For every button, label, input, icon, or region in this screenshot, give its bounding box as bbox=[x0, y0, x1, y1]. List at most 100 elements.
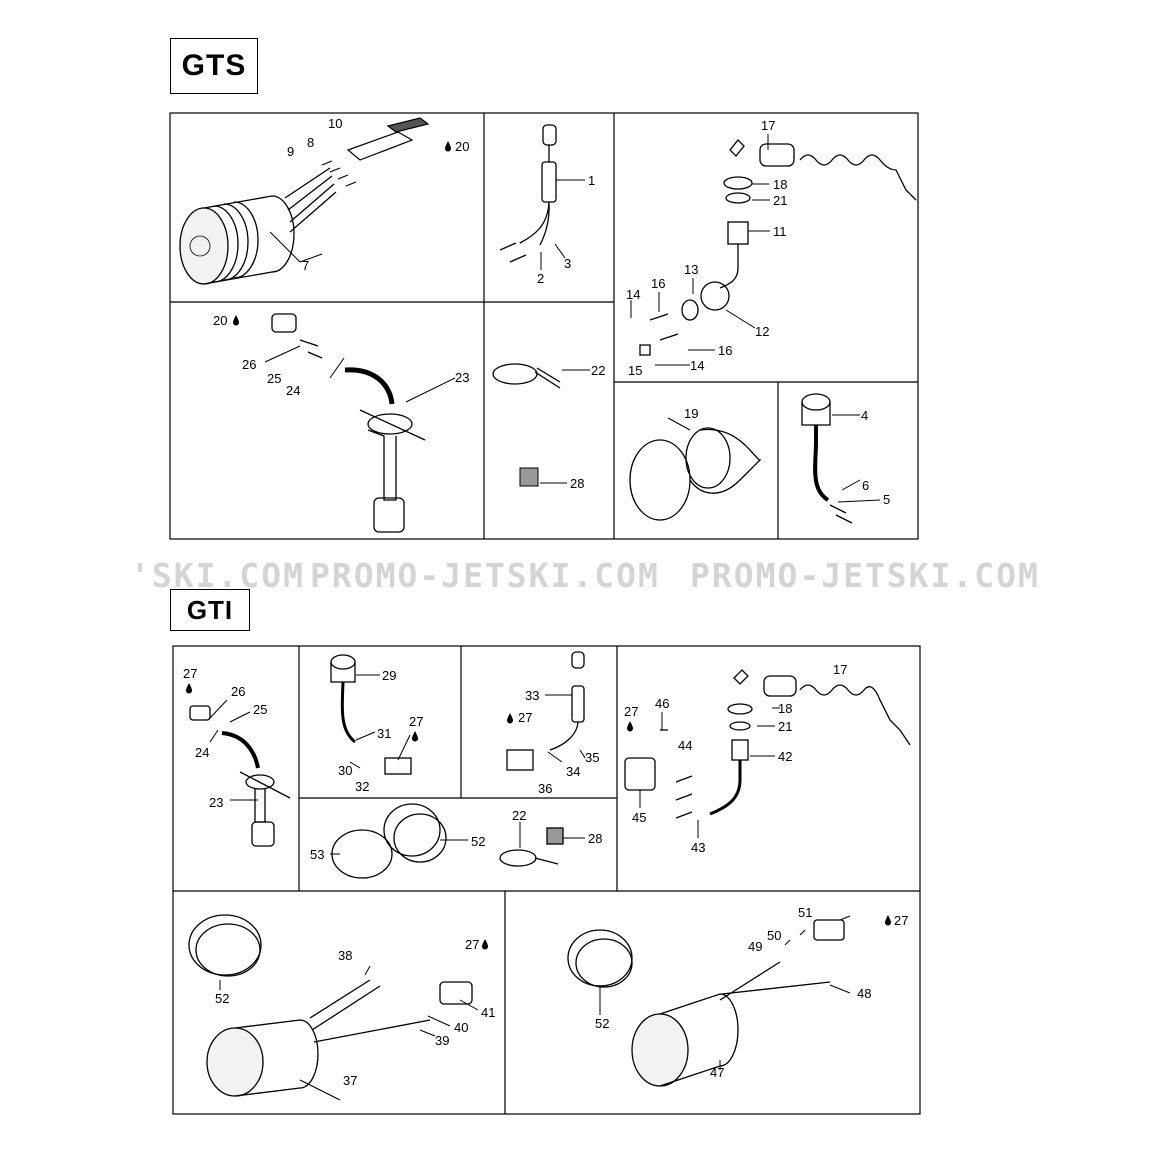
callout-g53: 53 bbox=[310, 847, 324, 862]
callout-19: 19 bbox=[684, 406, 698, 421]
callout-g28: 28 bbox=[588, 831, 602, 846]
callout-23: 23 bbox=[455, 370, 469, 385]
callout-28: 28 bbox=[570, 476, 584, 491]
callout-1: 1 bbox=[588, 173, 595, 188]
watermark-right: PROMO-JETSKI.COM bbox=[690, 556, 1040, 595]
callout-7: 7 bbox=[302, 258, 309, 273]
callout-13: 13 bbox=[684, 262, 698, 277]
callout-g27d: 27 bbox=[624, 704, 638, 719]
callout-2: 2 bbox=[537, 271, 544, 286]
callout-6: 6 bbox=[862, 478, 869, 493]
callout-g18: 18 bbox=[778, 701, 792, 716]
callout-g26: 26 bbox=[231, 684, 245, 699]
gti-sensor-33 bbox=[506, 651, 585, 771]
callout-17: 17 bbox=[761, 118, 775, 133]
callout-g33: 33 bbox=[525, 688, 539, 703]
callout-g35: 35 bbox=[585, 750, 599, 765]
watermark-left: 'SKI.COM bbox=[130, 556, 305, 595]
callout-g27c: 27 bbox=[518, 710, 532, 725]
model-gts-box: GTS bbox=[170, 38, 258, 94]
callout-g52c: 52 bbox=[595, 1016, 609, 1031]
callout-4: 4 bbox=[861, 408, 868, 423]
gti-sensor-29 bbox=[330, 654, 412, 775]
callout-g17: 17 bbox=[833, 662, 847, 677]
callout-16b: 16 bbox=[718, 343, 732, 358]
callout-g32: 32 bbox=[355, 779, 369, 794]
callout-g34: 34 bbox=[566, 764, 580, 779]
callout-5: 5 bbox=[883, 492, 890, 507]
sensor-1 bbox=[499, 124, 557, 263]
callout-g52a: 52 bbox=[471, 834, 485, 849]
callout-g27a: 27 bbox=[183, 666, 197, 681]
callout-9: 9 bbox=[287, 144, 294, 159]
callout-g39: 39 bbox=[435, 1033, 449, 1048]
model-gti-label: GTI bbox=[186, 594, 234, 625]
cap-19 bbox=[629, 427, 762, 521]
gti-gauge-47 bbox=[567, 919, 845, 1087]
callout-14b: 14 bbox=[690, 358, 704, 373]
callout-g27b: 27 bbox=[409, 714, 423, 729]
callout-g24: 24 bbox=[195, 745, 209, 760]
callout-g50: 50 bbox=[767, 928, 781, 943]
callout-14a: 14 bbox=[626, 287, 640, 302]
gti-cord-assembly bbox=[624, 669, 911, 819]
callout-g40: 40 bbox=[454, 1020, 468, 1035]
connector-10 bbox=[321, 117, 430, 187]
gti-panel bbox=[172, 645, 921, 1115]
callouts: 1 2 3 4 5 6 7 8 9 10 11 12 13 14 14 15 1… bbox=[183, 116, 908, 1088]
gti-gauge-37 bbox=[188, 914, 473, 1097]
model-gti-box: GTI bbox=[170, 589, 250, 631]
callout-10: 10 bbox=[328, 116, 342, 131]
callout-g43: 43 bbox=[691, 840, 705, 855]
callout-g27f: 27 bbox=[894, 913, 908, 928]
callout-g45: 45 bbox=[632, 810, 646, 825]
callout-g48: 48 bbox=[857, 986, 871, 1001]
callout-g29: 29 bbox=[382, 668, 396, 683]
callout-g23: 23 bbox=[209, 795, 223, 810]
callout-24: 24 bbox=[286, 383, 300, 398]
callout-g51: 51 bbox=[798, 905, 812, 920]
watermark-middle: PROMO-JETSKI.COM bbox=[310, 556, 660, 595]
clip-28 bbox=[519, 467, 539, 487]
leaders bbox=[209, 134, 881, 1101]
callout-g41: 41 bbox=[481, 1005, 495, 1020]
callout-20b: 20 bbox=[213, 313, 227, 328]
callout-g27e: 27 bbox=[465, 937, 479, 952]
callout-18: 18 bbox=[773, 177, 787, 192]
callout-g36: 36 bbox=[538, 781, 552, 796]
callout-11: 11 bbox=[773, 224, 787, 239]
callout-g25: 25 bbox=[253, 702, 267, 717]
callout-g30: 30 bbox=[338, 763, 352, 778]
callout-g52b: 52 bbox=[215, 991, 229, 1006]
callout-g46: 46 bbox=[655, 696, 669, 711]
callout-g22: 22 bbox=[512, 808, 526, 823]
gti-caps bbox=[331, 803, 564, 879]
callout-g44: 44 bbox=[678, 738, 692, 753]
cord-assembly bbox=[639, 139, 917, 356]
callout-g37: 37 bbox=[343, 1073, 357, 1088]
callout-21: 21 bbox=[773, 193, 787, 208]
callout-g21: 21 bbox=[778, 719, 792, 734]
callout-25: 25 bbox=[267, 371, 281, 386]
tie-22 bbox=[492, 363, 561, 389]
gts-panel bbox=[169, 112, 919, 540]
callout-12: 12 bbox=[755, 324, 769, 339]
callout-20a: 20 bbox=[455, 139, 469, 154]
callout-8: 8 bbox=[307, 135, 314, 150]
callout-26: 26 bbox=[242, 357, 256, 372]
callout-g38: 38 bbox=[338, 948, 352, 963]
sensor-4 bbox=[801, 393, 853, 524]
gauge-7 bbox=[179, 167, 337, 285]
callout-g42: 42 bbox=[778, 749, 792, 764]
callout-15: 15 bbox=[628, 363, 642, 378]
callout-22: 22 bbox=[591, 363, 605, 378]
callout-3: 3 bbox=[564, 256, 571, 271]
callout-g47: 47 bbox=[710, 1065, 724, 1080]
gti-sensor-23 bbox=[189, 705, 291, 847]
watermark: 'SKI.COM PROMO-JETSKI.COM PROMO-JETSKI.C… bbox=[0, 556, 1155, 596]
model-gts-label: GTS bbox=[181, 49, 247, 82]
callout-g31: 31 bbox=[377, 726, 391, 741]
sensor-23 bbox=[271, 313, 426, 533]
callout-16a: 16 bbox=[651, 276, 665, 291]
